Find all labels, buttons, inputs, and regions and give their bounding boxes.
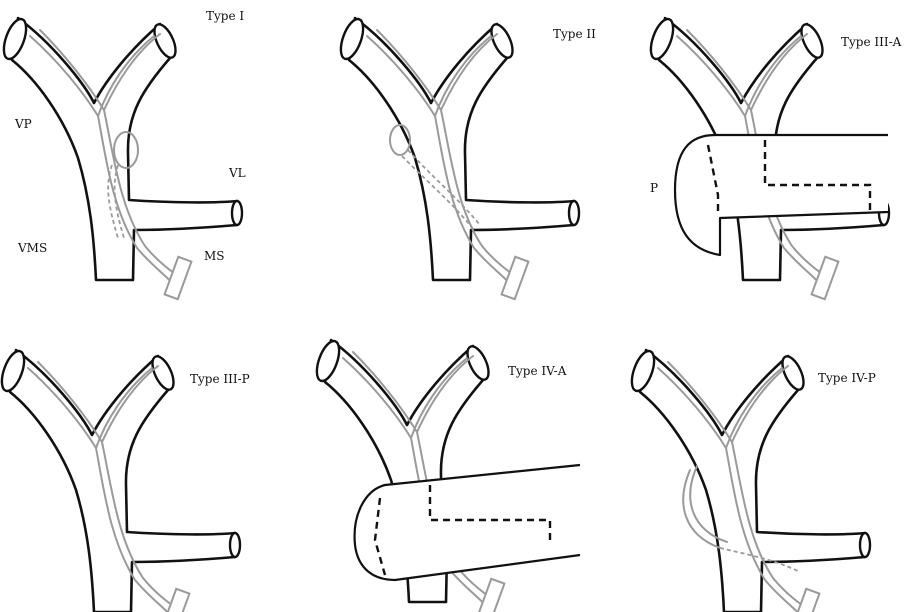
panel-title: Type III-A xyxy=(841,35,902,49)
label-p: P xyxy=(650,181,658,195)
label-vms: VMS xyxy=(17,241,47,255)
panel-type3a: Type III-A P xyxy=(646,16,901,299)
panel-type1: Type I VP VL VMS MS xyxy=(0,9,246,299)
panel-title: Type II xyxy=(553,27,596,41)
panel-title: Type I xyxy=(206,9,244,23)
panel-type3p: Type III-P xyxy=(0,348,250,612)
label-ms: MS xyxy=(204,249,225,263)
label-vl: VL xyxy=(228,166,246,180)
panel-title: Type IV-A xyxy=(508,364,567,378)
panel-type2: Type II xyxy=(336,16,596,299)
panel-title: Type IV-P xyxy=(818,371,876,385)
label-vp: VP xyxy=(14,117,32,131)
panel-type4p: Type IV-P xyxy=(627,348,875,612)
panel-type4a: Type IV-A xyxy=(312,338,580,612)
panel-title: Type III-P xyxy=(190,372,250,386)
